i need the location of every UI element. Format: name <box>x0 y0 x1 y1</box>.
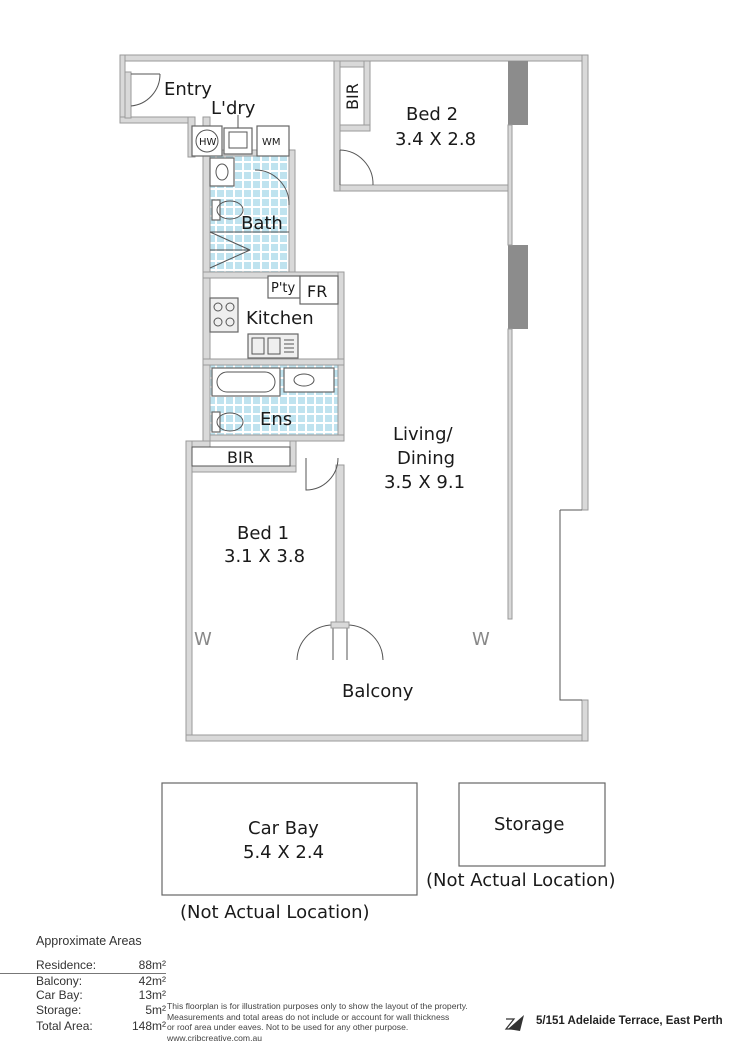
car-bay-name: Car Bay <box>248 818 319 839</box>
bath-toilet <box>211 199 221 221</box>
hw-label: HW <box>199 137 217 148</box>
car-bay-dim: 5.4 X 2.4 <box>243 842 324 863</box>
property-address: 5/151 Adelaide Terrace, East Perth <box>536 1015 723 1027</box>
internal-walls <box>191 60 509 626</box>
wardrobe-right-label: W <box>472 629 490 650</box>
living-label-1: Living/ <box>393 424 454 445</box>
bed2-name: Bed 2 <box>406 104 458 125</box>
balcony-label: Balcony <box>342 681 414 702</box>
ensuite-label: Ens <box>260 409 292 430</box>
living-label-2: Dining <box>397 448 455 469</box>
wardrobe-left-label: W <box>194 629 212 650</box>
bir-top-label: BIR <box>343 83 362 110</box>
window-block-mid <box>508 245 528 329</box>
laundry-label: L'dry <box>211 98 256 119</box>
car-bay-outline <box>161 782 418 896</box>
window-block-top <box>508 61 528 125</box>
storage-outline <box>458 782 606 867</box>
area-row: Storage:5m² <box>36 1002 166 1017</box>
entry-label: Entry <box>164 79 212 100</box>
outer-walls <box>119 54 589 742</box>
hw-unit <box>191 125 223 157</box>
pantry-label: P'ty <box>271 281 296 296</box>
ensuite-toilet <box>211 411 221 433</box>
storage-note: (Not Actual Location) <box>426 870 616 891</box>
bath-vanity <box>209 157 235 187</box>
storage-name: Storage <box>494 814 564 835</box>
wm-label: WM <box>262 137 281 148</box>
disclaimer: This floorplan is for illustration purpo… <box>167 1001 468 1043</box>
kitchen-label: Kitchen <box>246 308 314 329</box>
bed1-name: Bed 1 <box>237 523 289 544</box>
ensuite-vanity <box>283 367 335 393</box>
area-row: Residence:88m² <box>36 958 166 972</box>
north-arrow-icon <box>504 1015 524 1031</box>
car-bay-note: (Not Actual Location) <box>180 902 370 923</box>
approximate-areas: Approximate Areas Residence:88m² Balcony… <box>0 934 166 1034</box>
fridge-label: FR <box>307 282 327 301</box>
areas-heading: Approximate Areas <box>36 934 142 948</box>
living-dim: 3.5 X 9.1 <box>384 472 465 493</box>
bed1-dim: 3.1 X 3.8 <box>224 546 305 567</box>
area-row: Car Bay:13m² <box>36 988 166 1003</box>
area-row: Balcony:42m² <box>0 972 166 989</box>
wm-unit <box>256 125 290 157</box>
bir-bed1-label: BIR <box>227 448 254 467</box>
area-row-total: Total Area:148m² <box>36 1019 166 1034</box>
bed2-dim: 3.4 X 2.8 <box>395 129 476 150</box>
fridge-unit <box>299 275 339 305</box>
bir-bed1 <box>191 446 291 467</box>
bath-label: Bath <box>241 213 283 234</box>
